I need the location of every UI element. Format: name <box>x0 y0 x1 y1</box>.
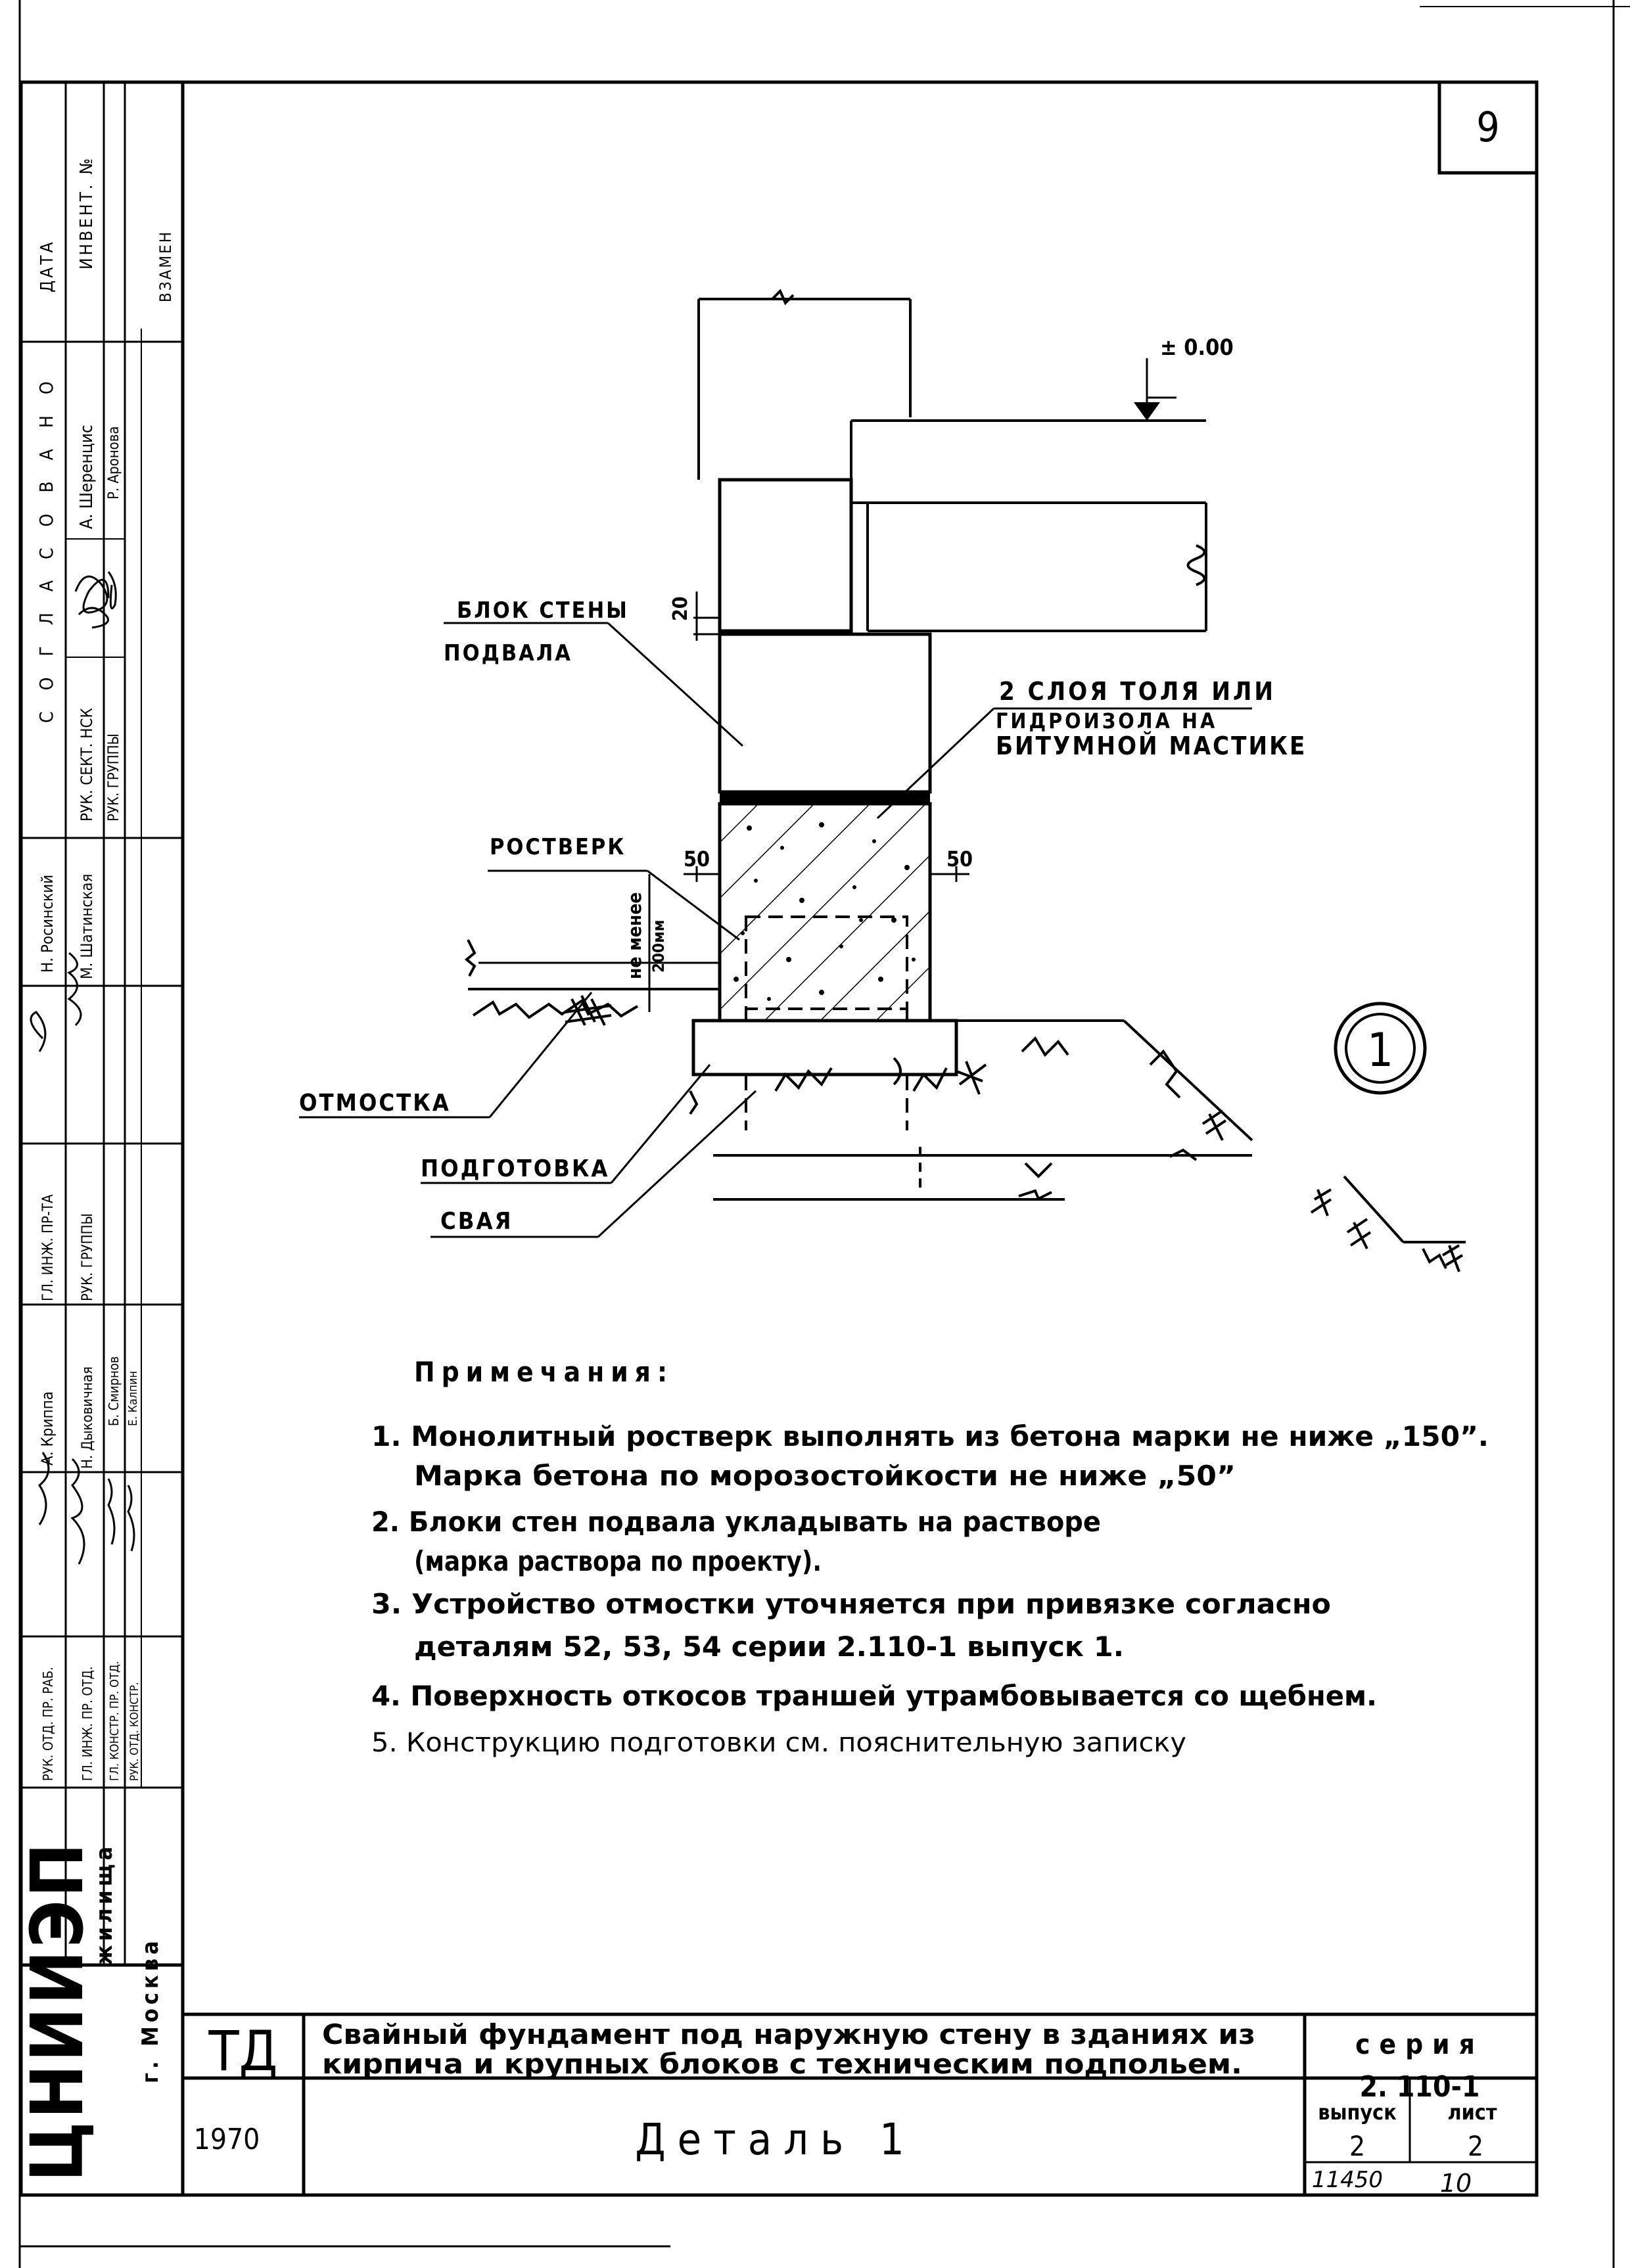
title-line-2: кирпича и крупных блоков с техническим п… <box>322 2048 1242 2080</box>
label-waterproofing-1: 2 СЛОЯ ТОЛЯ ИЛИ <box>999 677 1276 706</box>
dim-50-left: 50 <box>684 846 720 882</box>
title-detail: Деталь 1 <box>635 2114 916 2165</box>
label-wall-block-2: ПОДВАЛА <box>444 640 572 666</box>
stamp-approval-name-2: Р. Аронова <box>106 426 122 499</box>
title-line-1: Свайный фундамент под наружную стену в з… <box>322 2018 1255 2050</box>
title-sheet-value: 2 <box>1468 2130 1483 2162</box>
title-issue-label: выпуск <box>1318 2100 1397 2125</box>
dim-50-right-text: 50 <box>946 846 973 871</box>
stamp-approval-name-1: А. Шеренцис <box>77 425 97 529</box>
pile <box>745 915 908 1130</box>
label-podgotovka: ПОДГОТОВКА <box>421 1155 609 1182</box>
dim-20: 20 <box>669 591 720 641</box>
note-line-3: 2. Блоки стен подвала укладывать на раст… <box>371 1506 1101 1538</box>
stamp-name-2: Н. Дыковичная <box>80 1366 96 1469</box>
note-line-6: деталям 52, 53, 54 серии 2.110-1 выпуск … <box>414 1631 1124 1663</box>
label-rostverk: РОСТВЕРК <box>490 834 626 860</box>
title-td: ТД <box>208 2019 277 2083</box>
dim-50-right: 50 <box>930 846 973 882</box>
ground-right <box>689 1019 1253 1201</box>
floor-slab <box>850 419 1207 632</box>
upper-block <box>718 478 853 633</box>
title-year: 1970 <box>194 2123 260 2156</box>
title-series-value: 2. 110-1 <box>1360 2070 1480 2104</box>
dim-min-200: не менее 200мм <box>478 874 720 1012</box>
label-svaya: СВАЯ <box>440 1208 513 1235</box>
stamp-inventory-label: ИНВЕНТ. № <box>77 156 97 269</box>
label-waterproofing-2: ГИДРОИЗОЛА НА <box>996 708 1217 733</box>
stamp-name-4: Е. Калпин <box>126 1371 140 1426</box>
title-block: ТД 1970 Свайный фундамент под наружную с… <box>183 2012 1537 2198</box>
stamp-role-2: ГЛ. ИНЖ. ПР. ОТД. <box>80 1667 95 1781</box>
stamp-header: СОГЛАСОВАНО <box>35 360 57 723</box>
waterproofing-layer <box>720 792 930 804</box>
dim-20-text: 20 <box>669 596 692 621</box>
org-logo: ЦНИИЭП жилища г. Москва <box>15 1840 164 2182</box>
rostverk-aggregate <box>734 822 916 1001</box>
level-mark: ± 0.00 <box>1134 335 1234 421</box>
rostverk <box>718 802 932 1023</box>
detail-marker: 1 <box>1334 1002 1427 1095</box>
crop-lines <box>18 0 1630 2268</box>
sheet-number-box: 9 <box>1437 80 1539 175</box>
foot-number-right: 10 <box>1440 2169 1472 2198</box>
callout-leaders <box>299 622 1252 1238</box>
label-otmostka: ОТМОСТКА <box>299 1090 451 1117</box>
org-name-line-2: г. Москва <box>137 1937 164 2083</box>
detail-marker-number: 1 <box>1367 1023 1393 1077</box>
title-series-label: серия <box>1355 2028 1484 2060</box>
notes-title: Примечания: <box>414 1356 674 1388</box>
stamp-name-3: Б. Смирнов <box>106 1356 122 1426</box>
wall-block <box>718 632 932 794</box>
callout-labels: БЛОК СТЕНЫ ПОДВАЛА 2 СЛОЯ ТОЛЯ ИЛИ ГИДРО… <box>299 597 1307 1235</box>
stamp-vzamen-label: ВЗАМЕН <box>156 230 175 302</box>
title-sheet-label: лист <box>1447 2100 1497 2125</box>
dim-50-left-text: 50 <box>684 846 710 871</box>
stamp-role-3: ГЛ. КОНСТР. ПР. ОТД. <box>108 1661 122 1781</box>
note-line-7: 4. Поверхность откосов траншей утрамбовы… <box>371 1680 1377 1712</box>
stamp-role-1: РУК. ОТД. ПР. РАБ. <box>40 1667 56 1781</box>
org-logo-text: ЦНИИЭП <box>15 1840 99 2182</box>
signatures <box>30 571 135 1565</box>
ground-left <box>464 939 720 1026</box>
side-stamp: ДАТА ИНВЕНТ. № ВЗАМЕН СОГЛАСОВАНО РУК. С… <box>15 82 183 2182</box>
foundation-detail: ± 0.00 20 <box>299 289 1466 1272</box>
title-issue-value: 2 <box>1349 2130 1365 2162</box>
note-line-8: 5. Конструкцию подготовки см. пояснитель… <box>371 1728 1186 1758</box>
label-wall-block-1: БЛОК СТЕНЫ <box>457 597 629 624</box>
stamp-date-label: ДАТА <box>37 239 57 292</box>
dim-min-line-1: не менее <box>624 892 645 979</box>
stamp-name-1: А. Криппа <box>38 1391 57 1466</box>
org-name-line-1: жилища <box>91 1843 118 1965</box>
level-mark-text: ± 0.00 <box>1160 335 1234 361</box>
dim-min-line-2: 200мм <box>649 920 668 973</box>
note-line-4: (марка раствора по проекту). <box>414 1545 822 1577</box>
stamp-name-top-2: М. Шатинская <box>78 873 96 979</box>
stamp-approval-role-1: РУК. СЕКТ. НСК <box>78 708 96 822</box>
stamp-approval-role-2: РУК. ГРУППЫ <box>106 733 122 822</box>
stamp-role-top-2: РУК. ГРУППЫ <box>80 1213 96 1301</box>
note-line-5: 3. Устройство отмостки уточняется при пр… <box>371 1588 1331 1620</box>
ground-lower-slope <box>1310 1175 1466 1272</box>
note-line-2: Марка бетона по морозостойкости не ниже … <box>414 1460 1236 1492</box>
stamp-role-top-1: ГЛ. ИНЖ. ПР-ТА <box>40 1194 57 1301</box>
preparation-pad <box>691 1019 958 1076</box>
label-waterproofing-3: БИТУМНОЙ МАСТИКЕ <box>996 731 1307 760</box>
stamp-name-top-1: Н. Росинский <box>38 875 57 973</box>
foot-number-left: 11450 <box>1312 2167 1383 2193</box>
sheet-frame <box>19 80 1539 2197</box>
notes: Примечания: 1. Монолитный ростверк выпол… <box>371 1356 1489 1758</box>
stamp-role-4: РУК. ОТД. КОНСТР. <box>128 1682 141 1781</box>
sheet-number: 9 <box>1476 103 1499 151</box>
upper-wall <box>697 289 912 480</box>
note-line-1: 1. Монолитный ростверк выполнять из бето… <box>371 1420 1489 1452</box>
